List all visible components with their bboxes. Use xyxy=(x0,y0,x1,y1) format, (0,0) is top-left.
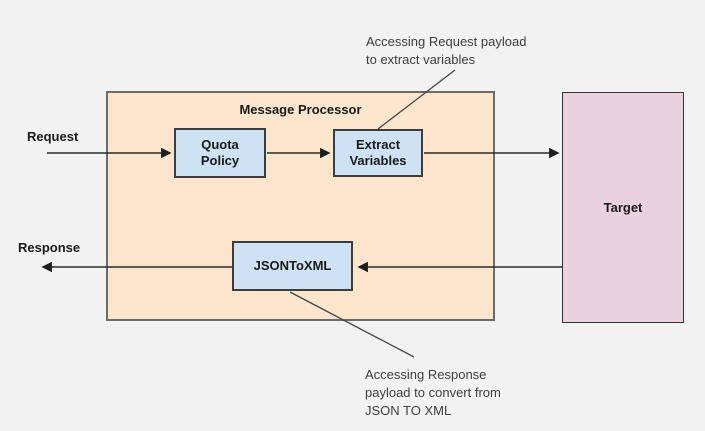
target-label: Target xyxy=(603,200,643,215)
quota-policy-node: Quota Policy xyxy=(174,128,266,178)
request-label: Request xyxy=(27,129,79,144)
message-processor-title: Message Processor xyxy=(239,102,362,117)
json-to-xml-node: JSONToXML xyxy=(232,241,353,291)
request-payload-annotation: Accessing Request payload to extract var… xyxy=(366,34,527,67)
extract-variables-node: Extract Variables xyxy=(333,129,423,177)
target-node: Target xyxy=(562,92,684,323)
response-payload-annotation: Accessing Response payload to convert fr… xyxy=(365,367,501,418)
response-label: Response xyxy=(18,240,81,255)
